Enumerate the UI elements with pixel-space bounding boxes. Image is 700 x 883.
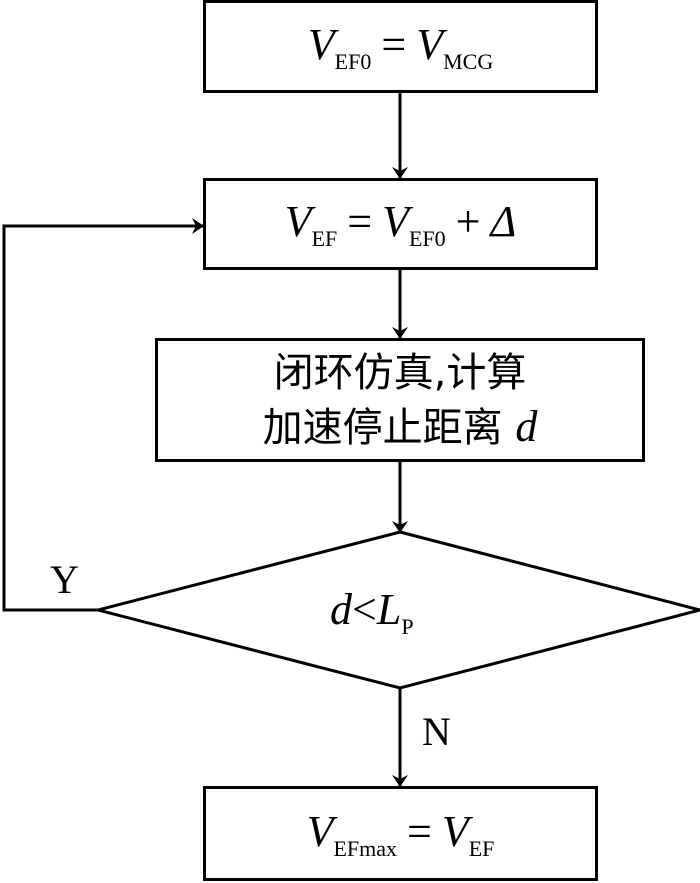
decision-lhs: d bbox=[330, 585, 352, 634]
simulate-box: 闭环仿真,计算 加速停止距离 d bbox=[155, 338, 645, 462]
init-op: = bbox=[381, 19, 407, 69]
update-plus: + bbox=[455, 197, 481, 246]
init-formula: VEF0=VMCG bbox=[308, 19, 493, 75]
update-delta: Δ bbox=[490, 197, 517, 246]
result-lhs-sub: EFmax bbox=[333, 835, 398, 861]
simulate-line-2-wrap: 加速停止距离 d bbox=[263, 400, 538, 455]
simulate-var: d bbox=[515, 401, 538, 451]
result-lhs: V bbox=[306, 806, 334, 856]
update-op: = bbox=[347, 197, 373, 246]
decision-op: < bbox=[352, 585, 377, 634]
result-op: = bbox=[407, 806, 432, 856]
init-box: VEF0=VMCG bbox=[203, 0, 598, 93]
simulate-text: 闭环仿真,计算 加速停止距离 d bbox=[263, 346, 538, 455]
update-formula: VEF=VEF0+Δ bbox=[285, 196, 517, 252]
init-lhs-sub: EF0 bbox=[334, 48, 372, 74]
no-label: N bbox=[422, 709, 451, 754]
result-formula: VEFmax=VEF bbox=[307, 806, 495, 862]
simulate-line-1: 闭环仿真,计算 bbox=[273, 349, 527, 396]
yes-label: Y bbox=[50, 557, 79, 602]
loop-back-arrow bbox=[2, 218, 204, 612]
result-rhs-sub: EF bbox=[468, 835, 495, 861]
decision-condition: d<LP bbox=[330, 584, 414, 640]
update-box: VEF=VEF0+Δ bbox=[203, 178, 598, 270]
simulate-line-2: 加速停止距离 bbox=[262, 404, 503, 451]
update-lhs-sub: EF bbox=[311, 226, 338, 251]
result-rhs: V bbox=[441, 806, 469, 856]
init-rhs: V bbox=[416, 19, 444, 69]
decision-rhs: L bbox=[376, 585, 402, 634]
decision-rhs-sub: P bbox=[401, 614, 414, 639]
init-lhs: V bbox=[307, 19, 335, 69]
result-box: VEFmax=VEF bbox=[203, 786, 598, 881]
init-rhs-sub: MCG bbox=[443, 48, 494, 74]
update-lhs: V bbox=[284, 197, 312, 246]
update-rhs: V bbox=[382, 197, 409, 246]
update-rhs-sub: EF0 bbox=[408, 226, 446, 251]
